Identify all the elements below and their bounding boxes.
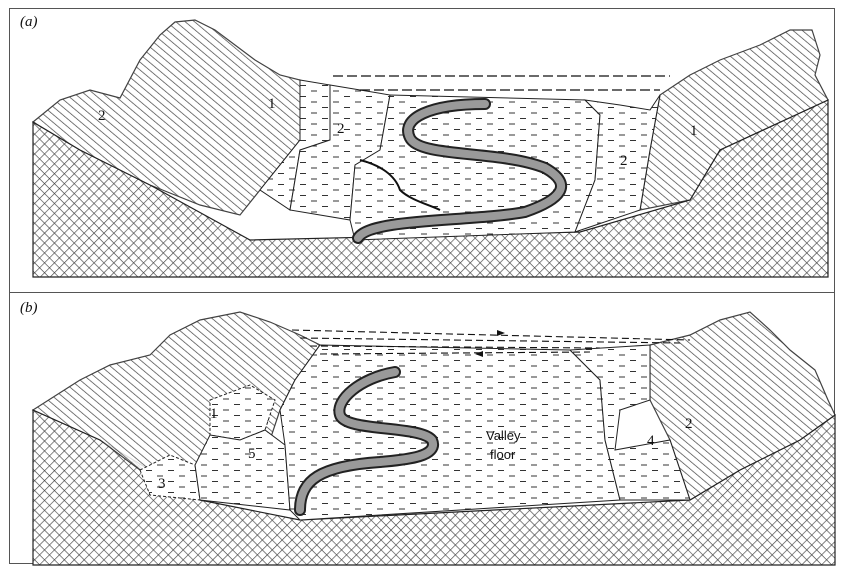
terrace-label-b-1: 1 — [210, 406, 218, 422]
terrace-label-b-3: 3 — [158, 476, 166, 492]
terrace-label-a-far-left: 2 — [98, 108, 106, 124]
terrace-label-a-4: 1 — [690, 123, 698, 139]
terrace-label-b-4: 4 — [647, 433, 655, 449]
valley-floor-label-line1: Valley — [486, 428, 521, 443]
terrace-label-b-2: 2 — [685, 416, 693, 432]
panel-a: 2 1 2 2 1 — [33, 20, 828, 277]
terrace-label-a-3: 2 — [620, 153, 628, 169]
valley-floor-label-line2: floor — [490, 447, 516, 462]
panel-b: 1 5 3 4 2 Valley floor — [33, 312, 835, 565]
terrace-label-b-5: 5 — [248, 446, 256, 462]
valley-floor-b — [280, 345, 620, 520]
terrace-label-a-2: 2 — [337, 121, 345, 137]
correlation-line-b-1 — [292, 330, 690, 340]
terrace-label-a-1: 1 — [268, 96, 276, 112]
terrace-5-b — [195, 430, 290, 510]
